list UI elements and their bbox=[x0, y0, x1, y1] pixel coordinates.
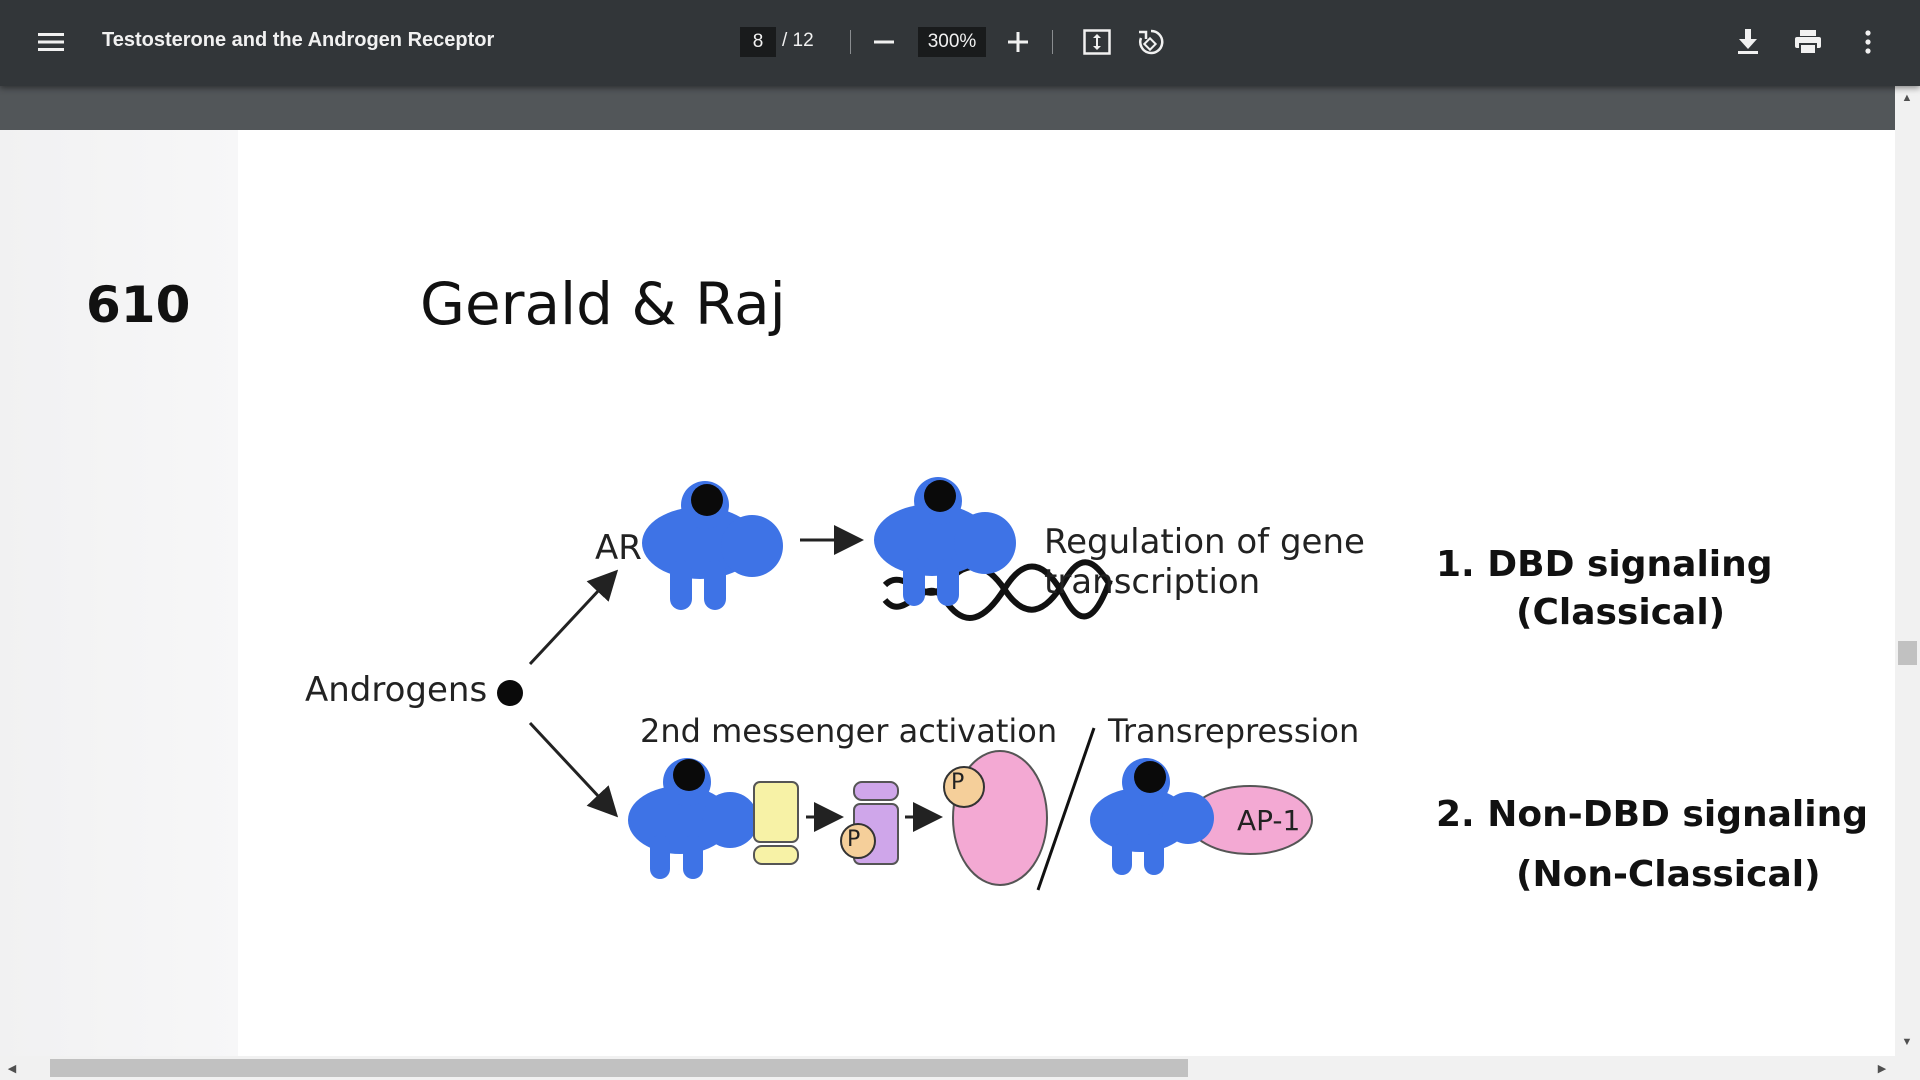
dbd-signaling-subtitle: (Classical) bbox=[1516, 592, 1726, 633]
ar-ap1-complex bbox=[1090, 758, 1313, 875]
fit-to-page-icon[interactable] bbox=[1077, 22, 1117, 62]
ar-dna-complex bbox=[874, 477, 1113, 621]
vertical-scrollbar[interactable] bbox=[1895, 86, 1920, 1056]
menu-icon[interactable] bbox=[31, 22, 71, 62]
page-total: / 12 bbox=[782, 30, 814, 51]
scroll-down-icon[interactable]: ▼ bbox=[1901, 1036, 1913, 1048]
nondbd-signaling-subtitle: (Non-Classical) bbox=[1516, 854, 1821, 895]
plus-icon[interactable] bbox=[998, 22, 1038, 62]
ap1-label: AP-1 bbox=[1237, 804, 1301, 837]
nondbd-signaling-title: 2. Non-DBD signaling bbox=[1436, 794, 1868, 835]
pdf-toolbar: Testosterone and the Androgen Receptor 8… bbox=[0, 0, 1920, 86]
androgen-receptor-bottom bbox=[628, 758, 758, 879]
androgen-signaling-figure bbox=[497, 477, 1313, 891]
toolbar-divider bbox=[1052, 30, 1053, 54]
rotate-icon[interactable] bbox=[1131, 22, 1171, 62]
horizontal-scroll-thumb[interactable] bbox=[50, 1059, 1188, 1077]
purple-kinase bbox=[840, 781, 899, 865]
vertical-scroll-thumb[interactable] bbox=[1898, 641, 1917, 665]
page-number-input[interactable]: 8 bbox=[740, 27, 776, 57]
zoom-level-input[interactable]: 300% bbox=[918, 27, 986, 57]
androgen-receptor-top bbox=[642, 481, 783, 610]
page-number-label: 610 bbox=[86, 276, 191, 334]
androgen-ligand bbox=[497, 680, 523, 706]
scroll-up-icon[interactable]: ▲ bbox=[1901, 92, 1913, 104]
dbd-signaling-title: 1. DBD signaling bbox=[1436, 544, 1773, 585]
more-vert-icon[interactable] bbox=[1848, 22, 1888, 62]
running-head: Gerald & Raj bbox=[420, 270, 786, 338]
document-title: Testosterone and the Androgen Receptor bbox=[102, 29, 495, 51]
page-margin bbox=[0, 130, 238, 1056]
regulation-label-line1: Regulation of gene bbox=[1044, 522, 1365, 562]
phospho-label: P bbox=[951, 770, 965, 795]
scroll-right-icon[interactable]: ▶ bbox=[1877, 1062, 1887, 1075]
regulation-label-line2: transcription bbox=[1044, 562, 1261, 602]
divider-slash bbox=[1036, 727, 1096, 891]
ar-label: AR bbox=[595, 528, 642, 568]
pdf-page: 610 Gerald & Raj bbox=[0, 130, 1895, 1056]
scroll-left-icon[interactable]: ◀ bbox=[7, 1062, 17, 1075]
yellow-kinase bbox=[753, 781, 799, 865]
download-icon[interactable] bbox=[1728, 22, 1768, 62]
phospho-label: P bbox=[847, 827, 861, 852]
androgens-label: Androgens bbox=[305, 670, 488, 710]
arrow-to-ar bbox=[528, 569, 619, 666]
transrepression-label: Transrepression bbox=[1108, 712, 1360, 750]
minus-icon[interactable] bbox=[864, 22, 904, 62]
print-icon[interactable] bbox=[1788, 22, 1828, 62]
toolbar-divider bbox=[850, 30, 851, 54]
pink-effector bbox=[943, 750, 1048, 886]
second-messenger-label: 2nd messenger activation bbox=[640, 712, 1058, 750]
arrow-to-nongenomic bbox=[528, 721, 619, 818]
